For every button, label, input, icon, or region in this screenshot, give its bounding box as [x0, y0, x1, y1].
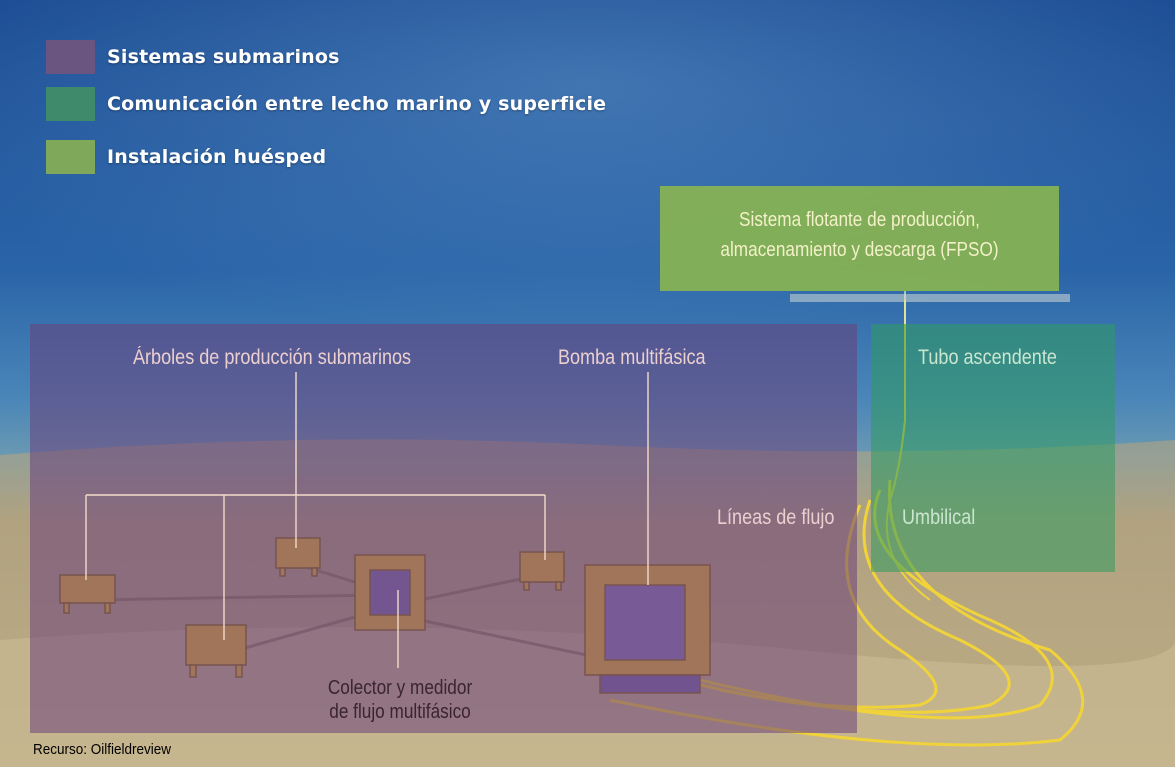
label-tubo: Tubo ascendente — [918, 346, 1057, 369]
legend-label: Instalación huésped — [107, 146, 327, 168]
zone-comunicacion — [871, 324, 1115, 572]
legend-swatch — [46, 87, 95, 121]
legend-label: Comunicación entre lecho marino y superf… — [107, 93, 607, 115]
label-colector: Colector y medidor de flujo multifásico — [327, 677, 473, 723]
legend-item-instalacion: Instalación huésped — [46, 140, 326, 174]
label-arboles: Árboles de producción submarinos — [133, 346, 412, 369]
fpso-hull — [790, 294, 1070, 302]
legend-label: Sistemas submarinos — [107, 46, 340, 68]
zone-sistemas-submarinos — [30, 324, 857, 733]
legend-item-comunicacion: Comunicación entre lecho marino y superf… — [46, 87, 606, 121]
label-umbilical: Umbilical — [902, 506, 976, 529]
label-lineas: Líneas de flujo — [717, 506, 835, 529]
label-fpso: Sistema flotante de producción, almacena… — [720, 209, 999, 261]
legend-swatch — [46, 140, 95, 174]
legend-swatch — [46, 40, 95, 74]
flow-cable — [609, 479, 1085, 747]
legend-item-sistemas: Sistemas submarinos — [46, 40, 340, 74]
zone-instalacion-huesped — [660, 186, 1059, 291]
label-bomba: Bomba multifásica — [558, 346, 706, 369]
source-credit: Recurso: Oilfieldreview — [33, 741, 172, 758]
